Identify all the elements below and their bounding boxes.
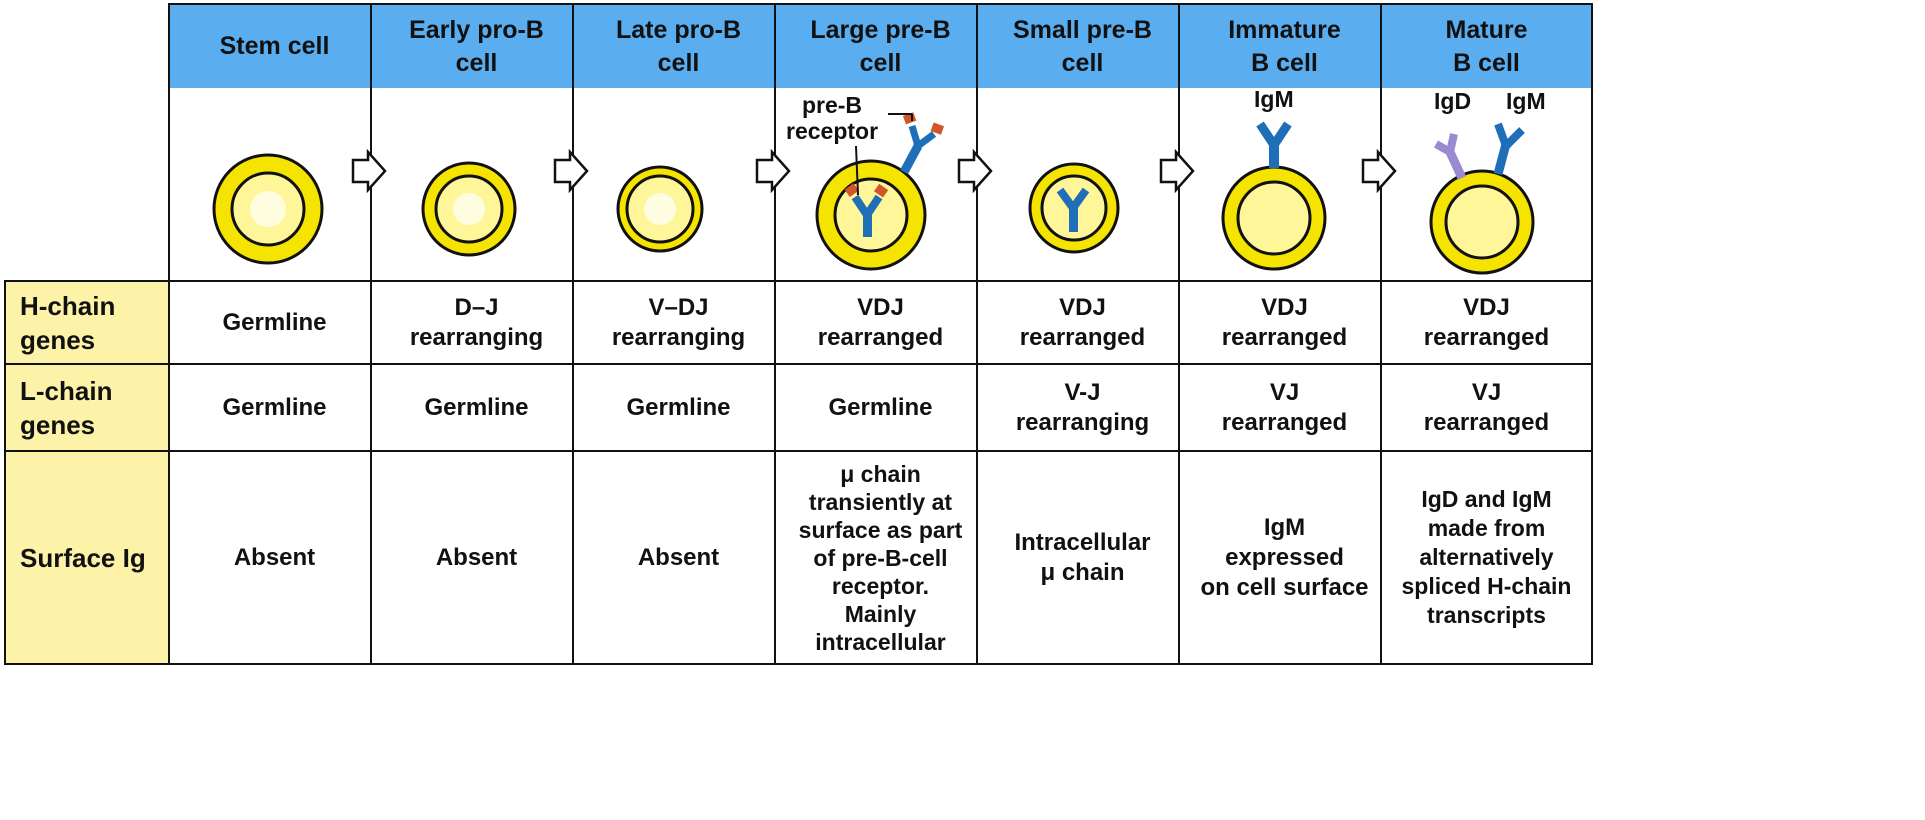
surface-igd [1434,133,1467,180]
nucleus-highlight [250,191,286,227]
leader-line [855,145,859,196]
stage-transition-arrow-icon [755,149,791,193]
intracellular-pre-b-receptor [844,183,889,237]
cell-nucleus [1444,184,1520,260]
h-chain-cell: VDJ rearranged [1380,280,1593,365]
igd-label: IgD [1434,88,1472,114]
surface-igm [1256,121,1292,168]
h-chain-cell: D–J rearranging [370,280,583,365]
stage-header: Large pre-B cell [774,3,987,90]
stage-transition-arrow-icon [957,149,993,193]
l-chain-cell: Germline [774,363,987,452]
l-chain-cell: V-J rearranging [976,363,1189,452]
cell-nucleus [1236,180,1312,256]
stage-transition-arrow-icon [553,149,589,193]
igm-label: IgM [1506,88,1546,114]
igm-label: IgM [1254,86,1294,112]
row-label-l-chain: L-chain genes [4,363,186,452]
l-chain-cell: Germline [370,363,583,452]
pre-b-receptor-label: pre-B receptor [786,92,879,144]
stage-transition-arrow-icon [1159,149,1195,193]
stem-cell-drawing [212,153,324,265]
stage-transition-arrow-icon [351,149,387,193]
l-chain-cell: Germline [572,363,785,452]
h-chain-cell: VDJ rearranged [774,280,987,365]
surface-ig-cell: Absent [168,450,381,665]
surface-pre-b-receptor [900,112,945,175]
row-label-h-chain: H-chain genes [4,280,186,365]
nucleus-highlight [453,193,485,225]
l-chain-cell: VJ rearranged [1178,363,1391,452]
l-chain-cell: Germline [168,363,381,452]
h-chain-cell: VDJ rearranged [1178,280,1391,365]
stage-header: Immature B cell [1178,3,1391,90]
mature-b-cell-drawing [1429,122,1535,275]
surface-ig-cell: Absent [370,450,583,665]
large-pre-b-cell-drawing [815,112,945,271]
surface-ig-cell: Intracellular μ chain [976,450,1189,665]
l-chain-cell: VJ rearranged [1380,363,1593,452]
small-pre-b-cell-drawing [1028,162,1120,254]
h-chain-cell: V–DJ rearranging [572,280,785,365]
stage-header: Late pro-B cell [572,3,785,90]
surface-ig-cell: μ chain transiently at surface as part o… [774,450,987,665]
surface-ig-cell: IgD and IgM made from alternatively spli… [1380,450,1593,665]
h-chain-cell: VDJ rearranged [976,280,1189,365]
surface-ig-cell: IgM expressed on cell surface [1178,450,1391,665]
stage-header: Small pre-B cell [976,3,1189,90]
surface-igm [1493,122,1525,176]
stage-header: Mature B cell [1380,3,1593,90]
stage-transition-arrow-icon [1361,149,1397,193]
row-label-surface-ig: Surface Ig [4,450,186,665]
stage-header: Stem cell [168,3,381,90]
early-pro-b-cell-drawing [421,161,517,257]
late-pro-b-cell-drawing [616,165,704,253]
h-chain-cell: Germline [168,280,381,365]
immature-b-cell-drawing [1221,121,1327,271]
nucleus-highlight [644,193,676,225]
surface-ig-cell: Absent [572,450,785,665]
stage-header: Early pro-B cell [370,3,583,90]
intracellular-mu-chain [1056,187,1090,232]
